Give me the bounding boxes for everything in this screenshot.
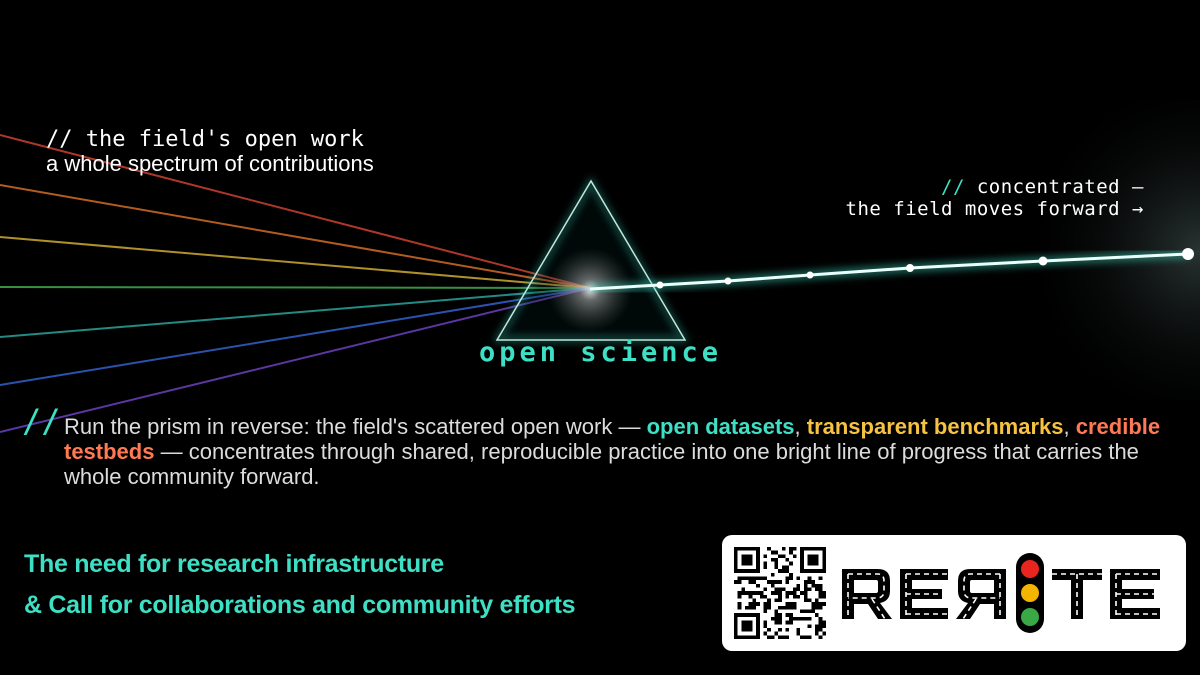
spectrum-ray xyxy=(0,287,591,338)
milestone-dot xyxy=(1038,256,1048,266)
logo-letter-r xyxy=(842,569,892,619)
highlight-credible-testbeds: credible testbeds xyxy=(64,414,1161,464)
paragraph-text: , xyxy=(794,414,807,439)
heading-line1: The need for research infrastructure xyxy=(24,550,444,578)
spectrum-ray xyxy=(0,286,591,289)
prism-label: open science xyxy=(479,337,723,368)
description-paragraph: Run the prism in reverse: the field's sc… xyxy=(64,414,1174,489)
spectrum-ray xyxy=(0,184,591,289)
milestone-dot xyxy=(724,277,732,285)
milestone-dot xyxy=(1182,248,1194,260)
call-to-action-heading: The need for research infrastructure & C… xyxy=(24,544,576,626)
traffic-lights xyxy=(1021,560,1039,626)
heading-line2: & Call for collaborations and community … xyxy=(24,591,576,619)
highlight-open-datasets: open datasets xyxy=(646,414,795,439)
logo-letter-reversed-r xyxy=(956,569,1006,619)
spectrum-rays xyxy=(0,134,591,433)
forward-caption-line2: the field moves forward → xyxy=(845,198,1144,220)
spectrum-caption-line2: a whole spectrum of contributions xyxy=(46,151,374,176)
spectrum-ray xyxy=(0,287,591,386)
spectrum-ray xyxy=(0,236,591,289)
paragraph-mark: // xyxy=(22,402,61,440)
spectrum-caption-line1: // the field's open work xyxy=(46,127,364,152)
right-edge-haze xyxy=(900,100,1200,400)
paragraph-text: — concentrates through shared, reproduci… xyxy=(64,439,1139,489)
traffic-light-lamp xyxy=(1021,608,1039,626)
forward-caption: // concentrated — the field moves forwar… xyxy=(846,176,1144,220)
comment-mark: // xyxy=(941,176,965,198)
logo-card xyxy=(722,535,1186,651)
traffic-light-lamp xyxy=(1021,560,1039,578)
milestone-dot xyxy=(806,271,814,279)
spectrum-ray xyxy=(0,287,591,433)
traffic-light-lamp xyxy=(1021,584,1039,602)
spectrum-ray xyxy=(0,134,591,289)
forward-caption-line1: // concentrated — xyxy=(846,176,1144,198)
milestone-dot xyxy=(906,264,914,272)
highlight-transparent-benchmarks: transparent benchmarks xyxy=(806,414,1064,439)
paragraph-text: , xyxy=(1063,414,1076,439)
forward-caption-text: concentrated — xyxy=(964,176,1144,198)
prism-glow xyxy=(548,248,632,332)
paragraph-text: Run the prism in reverse: the field's sc… xyxy=(64,414,647,439)
rerite-logo xyxy=(842,553,1160,633)
qr-code-icon[interactable] xyxy=(734,547,826,639)
spectrum-caption: // the field's open work a whole spectru… xyxy=(46,128,374,176)
prism-outline xyxy=(495,179,687,341)
progress-milestones xyxy=(656,248,1194,289)
milestone-dot xyxy=(656,281,664,289)
